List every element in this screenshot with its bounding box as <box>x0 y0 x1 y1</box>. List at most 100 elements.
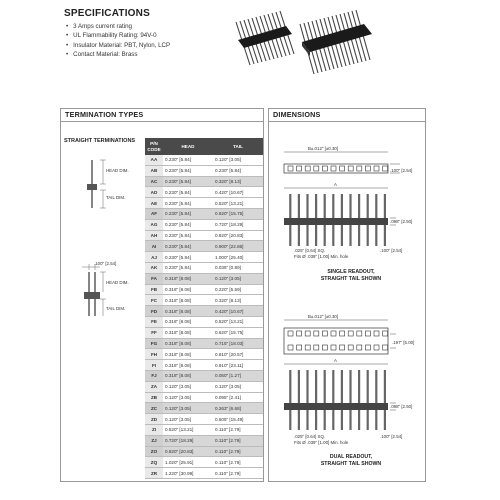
table-cell-tail: 0.035" [0.89] <box>213 262 263 274</box>
column-header-pn-code: P/N CODE <box>145 138 163 155</box>
table-cell-head: 0.318" [8.08] <box>163 327 213 339</box>
table-cell-tail: 0.120" [3.05] <box>213 155 263 166</box>
table-cell-tail: 0.820" [20.83] <box>213 230 263 242</box>
table-cell-code: ZC <box>145 402 163 415</box>
single-row-header-image <box>235 10 295 66</box>
pin-square <box>296 330 302 337</box>
dual-side-view-pins <box>289 370 386 430</box>
table-cell-code: AC <box>145 176 163 188</box>
table-cell-head: 0.230" [5.84] <box>163 262 213 274</box>
caption-line: SINGLE READOUT, <box>327 269 375 275</box>
single-pin-drawing <box>87 159 106 209</box>
column-header-head: HEAD <box>163 138 213 155</box>
column-header-tail: TAIL <box>213 138 263 155</box>
table-cell-head: 0.318" [8.08] <box>163 359 213 371</box>
table-cell-code: FB <box>145 284 163 296</box>
divider <box>269 121 425 122</box>
dual-b-dimension: B±.012" [±0.30] <box>308 314 338 319</box>
table-cell-code: AJ <box>145 251 163 263</box>
table-cell-head: 0.120" [3.05] <box>163 392 213 404</box>
pin-square <box>304 165 311 172</box>
table-cell-tail: 0.620" [15.75] <box>213 327 263 339</box>
dual-top-view-pins <box>287 330 388 351</box>
table-cell-tail: 0.120" [3.05] <box>213 381 263 393</box>
pin-square <box>296 344 302 351</box>
table-cell-code: FA <box>145 273 163 285</box>
single-hole-note: Fits Ø .039" [1.00] Min. hole <box>294 254 349 259</box>
pin-post <box>340 370 343 430</box>
table-cell-code: ZO <box>145 446 163 458</box>
table-cell-tail: 0.110" [2.79] <box>213 467 263 479</box>
dual-a-dimension: A <box>334 358 337 363</box>
pin-post <box>297 370 300 430</box>
pin-square <box>339 330 345 337</box>
pin-square <box>330 330 337 337</box>
table-cell-tail: 0.910" [23.11] <box>213 359 263 371</box>
table-cell-code: ZI <box>145 424 163 436</box>
table-cell-tail: 0.320" [8.13] <box>213 176 263 188</box>
table-cell-tail: 0.263" [6.68] <box>213 402 263 415</box>
table-cell-head: 0.230" [5.84] <box>163 176 213 188</box>
dual-height: .098" [2.50] <box>390 404 412 409</box>
table-cell-head: 0.820" [20.83] <box>163 446 213 458</box>
pin-square <box>322 330 328 337</box>
tail-dim-label: TAIL DIM. <box>106 195 125 200</box>
pin-square <box>322 165 328 172</box>
pin-square <box>382 344 388 351</box>
single-pitch-right: .100" [2.54] <box>390 168 412 173</box>
table-cell-code: FI <box>145 359 163 371</box>
pin-square <box>356 344 363 351</box>
table-cell-code: FE <box>145 316 163 328</box>
table-cell-tail: 0.230" [5.84] <box>213 165 263 177</box>
pin-square <box>356 165 363 172</box>
table-cell-tail: 0.900" [22.86] <box>213 240 263 253</box>
table-cell-code: AA <box>145 155 163 166</box>
table-cell-code: FC <box>145 294 163 307</box>
table-cell-head: 0.120" [3.05] <box>163 402 213 415</box>
table-cell-code: AD <box>145 186 163 199</box>
pin-post <box>332 370 335 430</box>
head-dim-label-2: HEAD DIM. <box>106 280 129 285</box>
table-cell-code: ZD <box>145 413 163 425</box>
straight-termination-diagram: HEAD DIM. TAIL DIM. .100" [2.54] HEAD DI… <box>82 159 129 316</box>
table-header-row: P/N CODE HEAD TAIL <box>145 138 263 155</box>
dual-readout-caption: DUAL READOUT, STRAIGHT TAIL SHOWN <box>296 454 406 468</box>
pin-post <box>315 370 318 430</box>
pin-post <box>375 370 378 430</box>
pin-square <box>313 330 320 337</box>
pitch-label: .100" [2.54] <box>94 261 116 266</box>
dual-pitch-right: .197" [5.00] <box>392 340 414 345</box>
pin-post <box>383 370 386 430</box>
caption-line: STRAIGHT TAIL SHOWN <box>320 461 382 467</box>
table-cell-head: 1.020" [25.91] <box>163 456 213 469</box>
dimensions-title: DIMENSIONS <box>273 110 321 119</box>
table-cell-head: 0.318" [8.08] <box>163 273 213 285</box>
table-cell-tail: 0.420" [10.67] <box>213 186 263 199</box>
table-cell-head: 0.318" [8.08] <box>163 294 213 307</box>
pin-square <box>313 344 320 351</box>
table-cell-tail: 0.110" [2.79] <box>213 446 263 458</box>
pin-square <box>373 344 380 351</box>
table-cell-code: ZR <box>145 467 163 479</box>
table-cell-tail: 0.110" [2.79] <box>213 456 263 469</box>
